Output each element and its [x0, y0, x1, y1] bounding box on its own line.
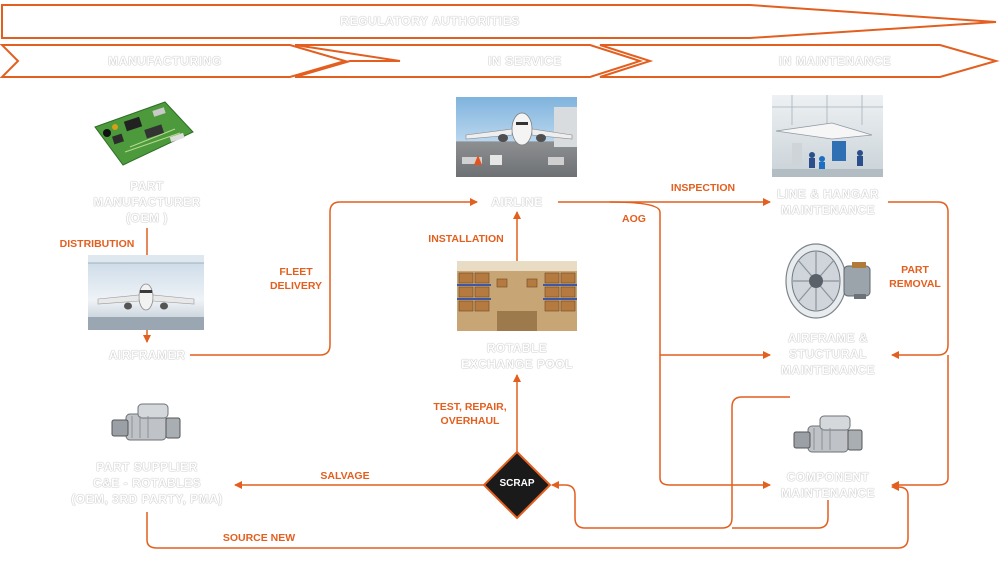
part-removal-connector	[888, 201, 949, 359]
flow-test-repair-line-1: TEST, REPAIR,	[433, 401, 507, 413]
flow-part-removal-line-1: PART	[901, 264, 929, 276]
scrap-diamond	[482, 450, 552, 520]
node-airframe-structural-line-3: MAINTENANCE	[780, 363, 876, 377]
node-part-supplier-line-2: C&E - ROTABLES	[92, 476, 202, 490]
in-maintenance-band	[599, 44, 1000, 78]
node-airline: AIRLINE	[491, 195, 543, 209]
regulatory-band	[1, 4, 997, 39]
node-part-manufacturer-line-2: MANUFACTURER	[93, 195, 201, 209]
source-new-connector	[146, 483, 909, 549]
airport-aircraft-icon	[456, 97, 577, 177]
flow-test-repair-line-2: OVERHAUL	[440, 415, 500, 427]
flow-test-repair-overhaul: TEST, REPAIR, OVERHAUL	[420, 400, 520, 428]
starter-motor-icon	[790, 412, 868, 467]
flow-source-new: SOURCE NEW	[222, 532, 296, 544]
node-component-maintenance: COMPONENT MAINTENANCE	[752, 469, 904, 501]
node-airframe-structural-maintenance: AIRFRAME & STUCTURAL MAINTENANCE	[752, 330, 904, 378]
node-rotable-pool-line-1: ROTABLE	[486, 341, 548, 355]
circuit-board-icon	[85, 97, 200, 172]
part-removal-component-connector	[891, 355, 949, 489]
node-part-supplier-line-3: (OEM, 3RD PARTY, PMA)	[71, 492, 223, 506]
flow-aog: AOG	[622, 213, 646, 225]
manufacturing-band	[0, 44, 349, 78]
phase-manufacturing: MANUFACTURING	[108, 54, 222, 68]
warehouse-shelves-icon	[457, 261, 577, 331]
aog-component-connector	[659, 355, 771, 489]
node-airframe-structural-line-1: AIRFRAME &	[787, 331, 869, 345]
hangar-maintenance-icon	[772, 95, 883, 177]
flow-fleet-delivery-line-2: DELIVERY	[269, 280, 323, 292]
node-line-hangar-line-2: MAINTENANCE	[780, 203, 876, 217]
node-rotable-pool-line-2: EXCHANGE POOL	[461, 357, 573, 371]
node-airframer: AIRFRAMER	[108, 348, 186, 362]
phase-in-service: IN SERVICE	[488, 54, 562, 68]
flow-salvage: SALVAGE	[320, 470, 370, 482]
flow-fleet-delivery-line-1: FLEET	[279, 266, 313, 278]
node-rotable-pool: ROTABLE EXCHANGE POOL	[437, 340, 597, 372]
aog-connector	[609, 201, 771, 359]
flow-distribution: DISTRIBUTION	[59, 238, 135, 250]
flow-fleet-delivery: FLEET DELIVERY	[262, 265, 330, 293]
component-to-scrap-connector	[732, 500, 829, 529]
airframe-to-scrap-connector	[551, 396, 790, 529]
flow-part-removal: PART REMOVAL	[882, 263, 948, 291]
starter-motor-icon	[108, 400, 186, 455]
jet-engine-icon	[776, 240, 876, 322]
node-airframe-structural-line-2: STUCTURAL	[789, 347, 867, 361]
node-part-manufacturer-line-1: PART	[130, 179, 164, 193]
flow-inspection: INSPECTION	[670, 182, 736, 194]
regulatory-authorities-title: REGULATORY AUTHORITIES	[340, 14, 520, 28]
node-line-hangar-line-1: LINE & HANGAR	[777, 187, 879, 201]
node-component-maintenance-line-1: COMPONENT	[786, 470, 870, 484]
node-scrap-label: SCRAP	[499, 478, 535, 489]
node-line-hangar-maintenance: LINE & HANGAR MAINTENANCE	[752, 186, 904, 218]
node-part-manufacturer: PART MANUFACTURER (OEM )	[57, 178, 237, 226]
flow-installation: INSTALLATION	[428, 233, 504, 245]
flow-part-removal-line-2: REMOVAL	[889, 278, 941, 290]
node-part-supplier: PART SUPPLIER C&E - ROTABLES (OEM, 3RD P…	[47, 459, 247, 507]
node-part-supplier-line-1: PART SUPPLIER	[96, 460, 198, 474]
node-component-maintenance-line-2: MAINTENANCE	[780, 486, 876, 500]
phase-in-maintenance: IN MAINTENANCE	[778, 54, 892, 68]
hangar-aircraft-icon	[88, 255, 204, 330]
node-part-manufacturer-line-3: (OEM )	[126, 211, 168, 225]
in-service-band	[294, 44, 644, 78]
fleet-delivery-connector	[190, 198, 478, 356]
